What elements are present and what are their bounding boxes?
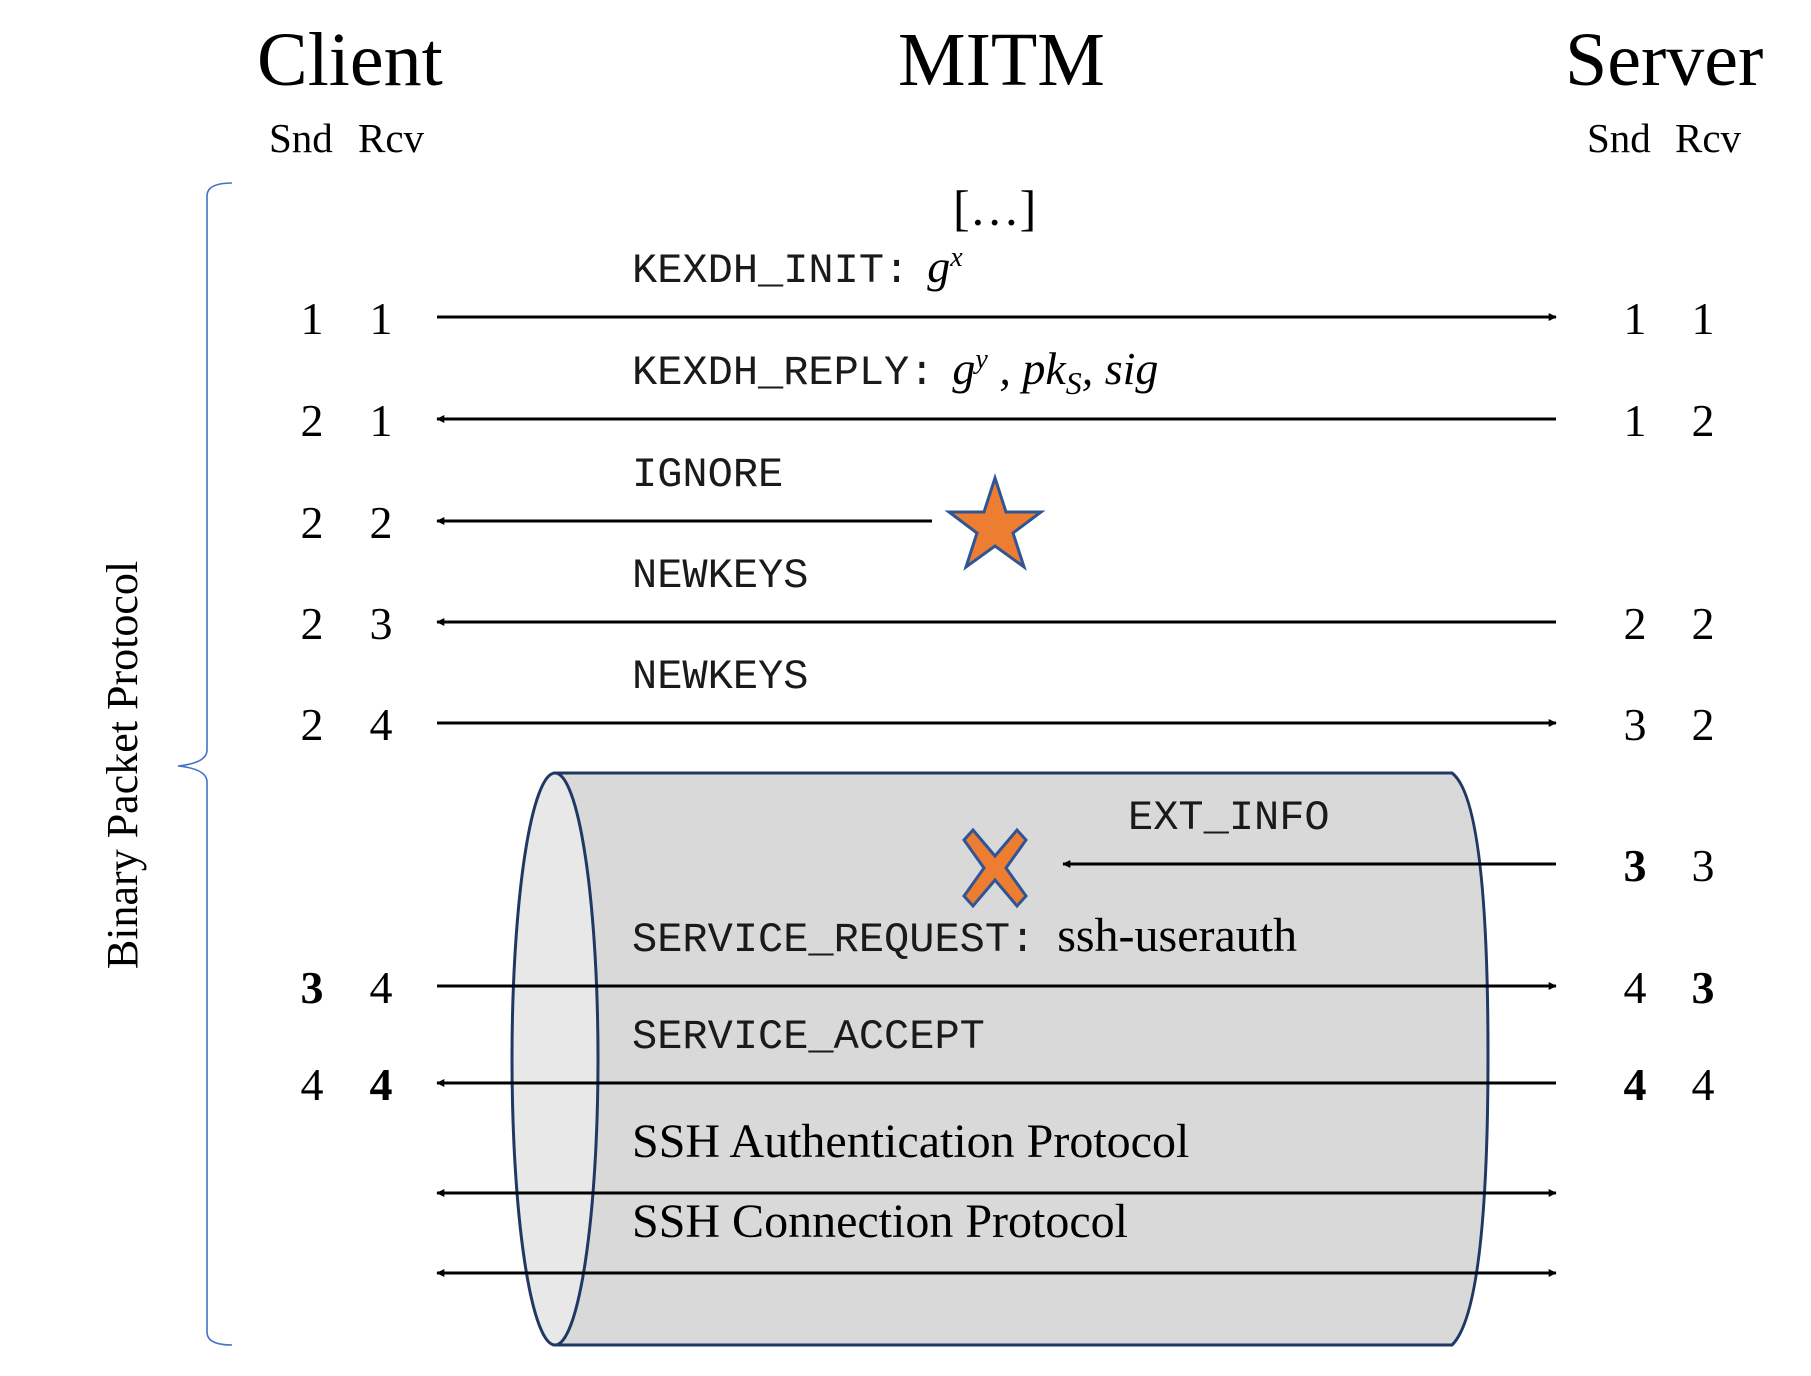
message-extra: ssh-userauth xyxy=(1057,909,1297,962)
server-rcv-counter: 3 xyxy=(1692,840,1715,891)
client-rcv-counter: 4 xyxy=(370,699,393,750)
client-snd-counter: 2 xyxy=(301,395,324,446)
client-rcv-counter: 4 xyxy=(370,1059,393,1110)
encrypted-channel-cylinder xyxy=(510,771,1490,1347)
server-snd-counter: 1 xyxy=(1624,293,1647,344)
server-snd-counter: 2 xyxy=(1624,598,1647,649)
message-label: KEXDH_REPLY: xyxy=(632,349,934,397)
client-rcv-counter: 3 xyxy=(370,598,393,649)
message-math: gy , pkS, sig xyxy=(952,343,1158,401)
protocol-label: SSH Authentication Protocol xyxy=(632,1115,1189,1168)
client-rcv-counter: 2 xyxy=(370,497,393,548)
message-label: NEWKEYS xyxy=(632,552,808,600)
client-rcv-counter: 1 xyxy=(370,395,393,446)
message-label: NEWKEYS xyxy=(632,653,808,701)
server-title: Server xyxy=(1565,18,1763,102)
cylinder-cap xyxy=(510,771,600,1347)
message-math: gx xyxy=(927,241,963,292)
server-rcv-counter: 2 xyxy=(1692,699,1715,750)
client-title: Client xyxy=(257,18,443,102)
server-snd-counter: 4 xyxy=(1624,1059,1647,1110)
mitm-title: MITM xyxy=(898,18,1105,102)
server-rcv-counter: 2 xyxy=(1692,395,1715,446)
client-snd-counter: 4 xyxy=(301,1059,324,1110)
x-cross-icon xyxy=(962,827,1028,909)
message-label: EXT_INFO xyxy=(1128,794,1330,842)
star-icon xyxy=(944,473,1046,571)
client-snd-counter: 3 xyxy=(301,962,324,1013)
server-snd-counter: 1 xyxy=(1624,395,1647,446)
client-rcv-counter: 1 xyxy=(370,293,393,344)
message-label: SERVICE_REQUEST: xyxy=(632,916,1035,964)
message-label: IGNORE xyxy=(632,451,783,499)
server-snd-counter: 3 xyxy=(1624,699,1647,750)
binary-packet-protocol-bracket xyxy=(177,182,233,1346)
client-snd-counter: 1 xyxy=(301,293,324,344)
message-label: KEXDH_INIT: xyxy=(632,247,909,295)
server-rcv-counter: 2 xyxy=(1692,598,1715,649)
server-rcv-counter: 3 xyxy=(1692,962,1715,1013)
server-snd-counter: 4 xyxy=(1624,962,1647,1013)
server-rcv-header: Rcv xyxy=(1675,115,1742,161)
server-snd-counter: 3 xyxy=(1624,840,1647,891)
protocol-label: SSH Connection Protocol xyxy=(632,1195,1128,1248)
client-rcv-header: Rcv xyxy=(358,115,425,161)
ellipsis: […] xyxy=(953,180,1036,236)
client-snd-header: Snd xyxy=(269,115,333,161)
client-snd-counter: 2 xyxy=(301,699,324,750)
server-rcv-counter: 1 xyxy=(1692,293,1715,344)
server-snd-header: Snd xyxy=(1587,115,1651,161)
client-snd-counter: 2 xyxy=(301,497,324,548)
message-label: SERVICE_ACCEPT xyxy=(632,1013,985,1061)
server-rcv-counter: 4 xyxy=(1692,1059,1715,1110)
binary-packet-protocol-label: Binary Packet Protocol xyxy=(98,561,147,969)
client-snd-counter: 2 xyxy=(301,598,324,649)
client-rcv-counter: 4 xyxy=(370,962,393,1013)
